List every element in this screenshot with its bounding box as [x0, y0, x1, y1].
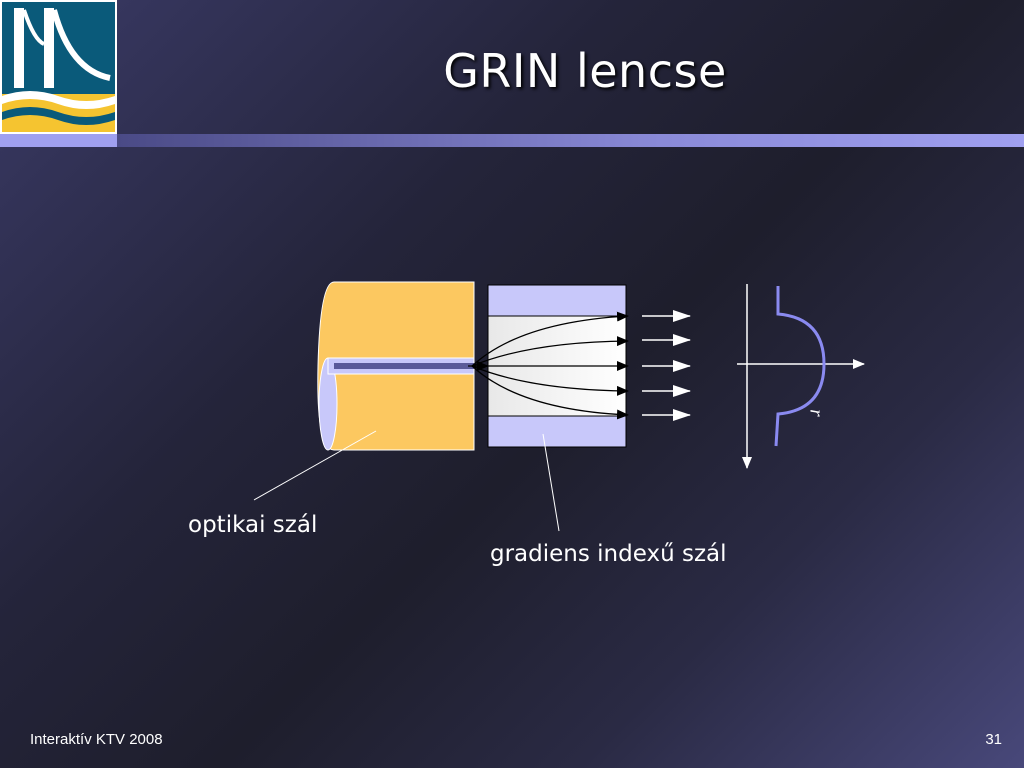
logo-underline [0, 134, 117, 147]
page-number: 31 [985, 731, 1002, 748]
footer-text: Interaktív KTV 2008 [30, 731, 163, 748]
grin-fiber-leader [542, 433, 560, 532]
index-profile-plot [737, 284, 865, 469]
optical-fiber-label: optikai szál [188, 512, 318, 538]
output-arrows [642, 310, 691, 421]
optical-fiber-leader [253, 430, 377, 501]
ray-fan [468, 311, 629, 420]
index-profile-curve [774, 286, 826, 447]
profile-axis-symbol: r [805, 409, 827, 417]
university-logo [0, 0, 117, 134]
optical-fiber [317, 281, 475, 451]
grin-fiber-label: gradiens indexű szál [490, 541, 727, 567]
header-bar [117, 134, 1024, 147]
slide-title: GRIN lencse [443, 44, 727, 98]
